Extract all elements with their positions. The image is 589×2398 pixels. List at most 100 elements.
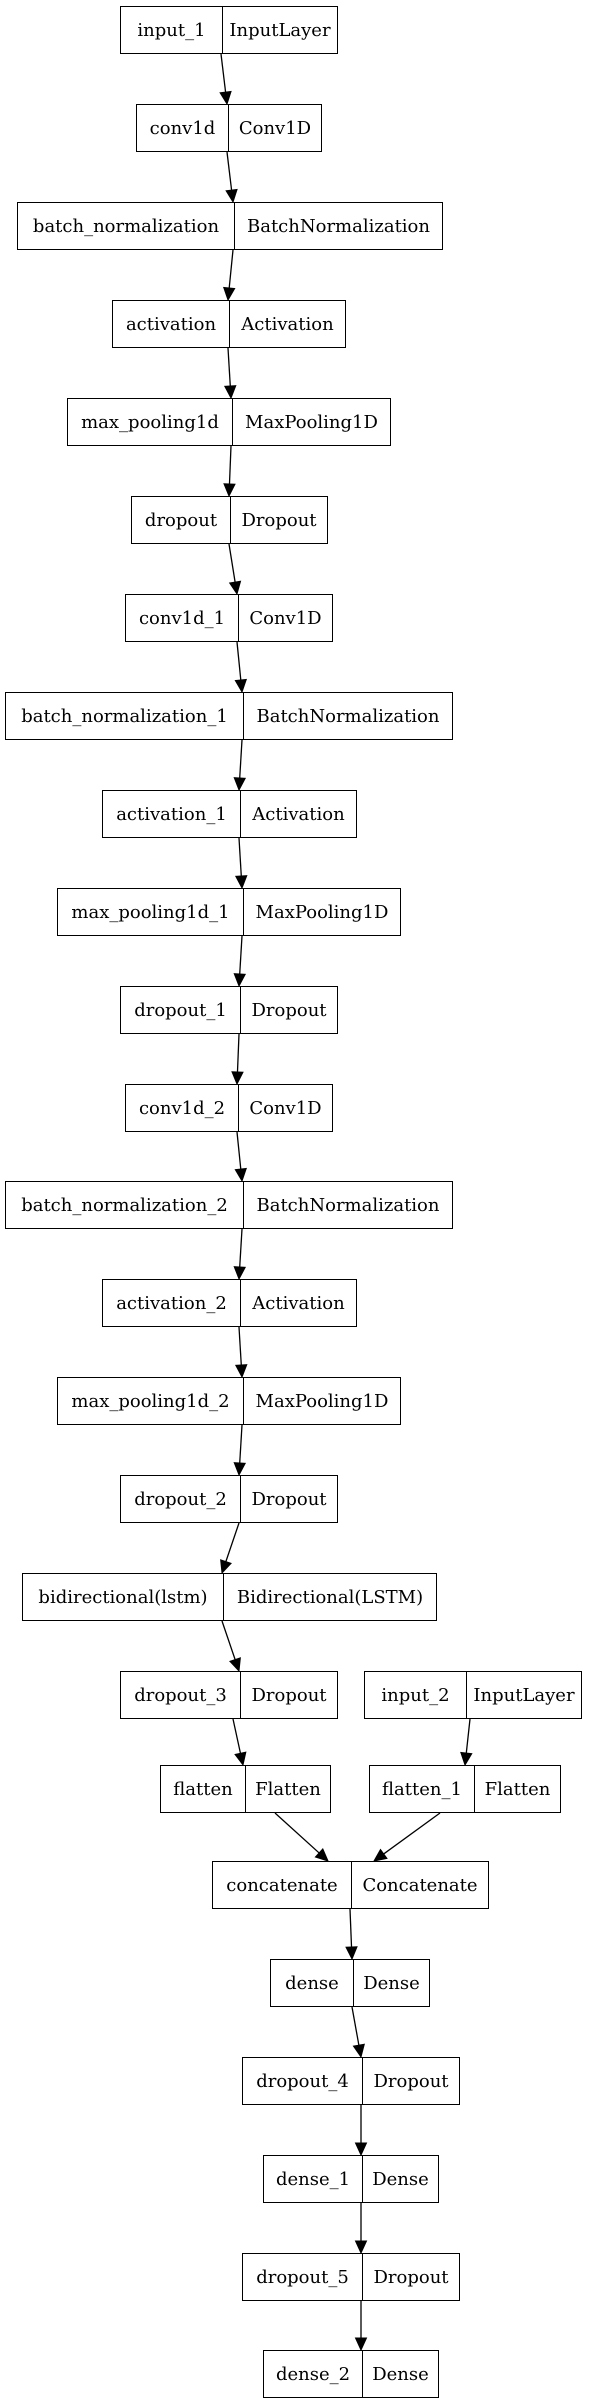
layer-name: max_pooling1d	[81, 411, 219, 433]
layer-type: Dense	[372, 2168, 429, 2190]
edge-arrow-flatten-to-concatenate	[274, 1812, 329, 1862]
layer-name: dropout	[144, 509, 218, 531]
edge-line	[232, 1718, 242, 1754]
edge-arrow-concatenate-to-dense	[345, 1908, 358, 1961]
edge-arrow-dense-to-dropout_4	[351, 2006, 365, 2059]
layer-node-conv1d: conv1d Conv1D	[136, 104, 322, 152]
layer-node-flatten_1: flatten_1 Flatten	[369, 1765, 561, 1813]
edge-arrow-conv1d-to-batch_normalization	[225, 151, 238, 204]
layer-name: flatten_1	[382, 1778, 462, 1800]
layer-type: Bidirectional(LSTM)	[236, 1586, 424, 1608]
edge-arrow-bidirectional_lstm-to-dropout_3	[221, 1620, 241, 1673]
arrowhead-icon	[229, 1657, 241, 1673]
layer-name: max_pooling1d_2	[71, 1390, 230, 1412]
layer-type: Activation	[252, 803, 345, 825]
edge-line	[227, 347, 231, 387]
edge-arrow-flatten_1-to-concatenate	[373, 1812, 441, 1862]
layer-type: Flatten	[484, 1778, 551, 1800]
layer-name: dense	[285, 1972, 339, 1994]
layer-type: BatchNormalization	[256, 1194, 440, 1216]
edge-line	[221, 1620, 236, 1660]
cell-divider	[353, 1960, 354, 2006]
edge-line	[239, 1424, 243, 1464]
edge-line	[239, 935, 243, 975]
layer-name: dense_1	[275, 2168, 351, 2190]
edge-arrow-dropout_1-to-conv1d_2	[231, 1033, 244, 1086]
layer-name: batch_normalization	[32, 215, 220, 237]
layer-name: conv1d	[149, 117, 216, 139]
cell-divider	[234, 203, 235, 249]
arrowhead-icon	[234, 678, 248, 694]
edge-line	[225, 1522, 240, 1562]
layer-node-max_pooling1d_1: max_pooling1d_1 MaxPooling1D	[57, 888, 401, 936]
edge-arrow-input_2-to-flatten_1	[460, 1718, 473, 1767]
cell-divider	[243, 1378, 244, 1424]
cell-divider	[238, 1085, 239, 1131]
arrowhead-icon	[234, 1364, 248, 1379]
arrowhead-icon	[352, 2043, 365, 2059]
arrowhead-icon	[223, 385, 237, 400]
layer-type: Dropout	[373, 2266, 449, 2288]
layer-type: Dropout	[251, 1488, 327, 1510]
edge-arrow-max_pooling1d_2-to-dropout_2	[233, 1424, 247, 1477]
layer-name: dropout_5	[256, 2266, 349, 2288]
edge-arrow-max_pooling1d-to-dropout	[223, 445, 236, 498]
layer-type: BatchNormalization	[256, 705, 440, 727]
layer-node-dense_1: dense_1 Dense	[263, 2155, 439, 2203]
layer-name: input_2	[381, 1684, 450, 1706]
edge-arrow-dense_1-to-dropout_5	[354, 2203, 368, 2255]
edge-arrow-conv1d_2-to-batch_normalization_2	[234, 1131, 247, 1183]
cell-divider	[362, 2156, 363, 2202]
layer-name: input_1	[137, 19, 206, 41]
layer-name: dropout_1	[134, 999, 227, 1021]
layer-name: concatenate	[226, 1874, 338, 1896]
cell-divider	[240, 1280, 241, 1326]
cell-divider	[243, 693, 244, 739]
arrowhead-icon	[354, 2240, 368, 2255]
layer-type: MaxPooling1D	[255, 1390, 389, 1412]
layer-node-max_pooling1d_2: max_pooling1d_2 MaxPooling1D	[57, 1377, 401, 1425]
layer-type: Conv1D	[238, 117, 312, 139]
cell-divider	[362, 2058, 363, 2104]
edge-line	[383, 1812, 441, 1855]
arrowhead-icon	[314, 1847, 329, 1862]
arrowhead-icon	[233, 1266, 247, 1281]
layer-name: conv1d_2	[138, 1097, 226, 1119]
cell-divider	[362, 2254, 363, 2300]
layer-name: batch_normalization_2	[21, 1194, 228, 1216]
layer-name: conv1d_1	[138, 607, 226, 629]
edge-line	[228, 543, 236, 583]
cell-divider	[238, 595, 239, 641]
cell-divider	[229, 301, 230, 347]
edge-line	[351, 2006, 360, 2046]
layer-type: MaxPooling1D	[245, 411, 378, 433]
arrowhead-icon	[354, 2142, 368, 2157]
layer-type: MaxPooling1D	[255, 901, 389, 923]
arrowhead-icon	[345, 1946, 358, 1961]
cell-divider	[474, 1766, 475, 1812]
layer-node-dropout_5: dropout_5 Dropout	[242, 2253, 460, 2301]
layer-type: Dropout	[241, 509, 317, 531]
layer-node-max_pooling1d: max_pooling1d MaxPooling1D	[67, 398, 391, 446]
layer-node-batch_normalization_2: batch_normalization_2 BatchNormalization	[5, 1181, 453, 1229]
cell-divider	[223, 1574, 224, 1620]
layer-name: bidirectional(lstm)	[38, 1586, 208, 1608]
layer-name: dense_2	[275, 2363, 351, 2385]
layer-name: max_pooling1d_1	[71, 901, 230, 923]
cell-divider	[243, 1182, 244, 1228]
edge-arrow-batch_normalization_1-to-activation_1	[233, 739, 247, 792]
edge-line	[236, 1033, 240, 1073]
